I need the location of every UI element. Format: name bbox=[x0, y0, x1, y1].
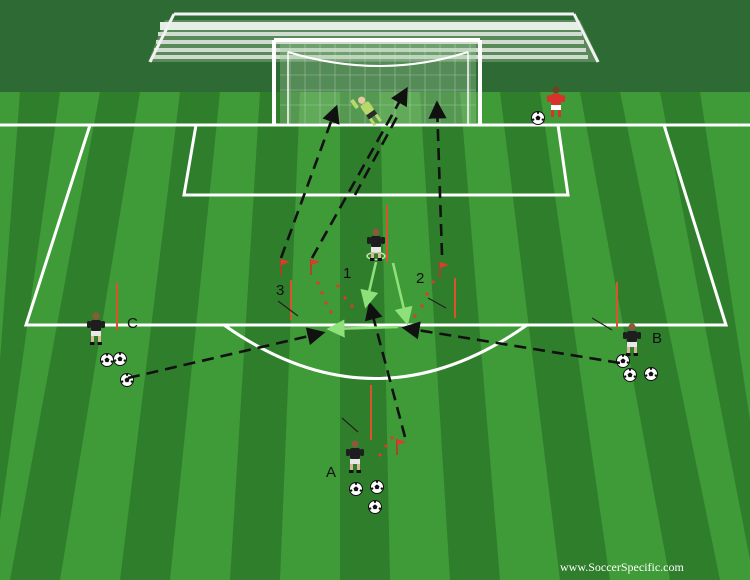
label-player-c: C bbox=[127, 315, 138, 332]
label-pos-2: 2 bbox=[416, 270, 424, 287]
pole-icon bbox=[116, 205, 618, 440]
watermark: www.SoccerSpecific.com bbox=[560, 560, 685, 574]
cone-dots bbox=[316, 280, 435, 457]
player-icon bbox=[87, 228, 641, 473]
pass-arrows bbox=[127, 86, 621, 438]
movement-arrows bbox=[326, 261, 413, 338]
goalkeeper-icon bbox=[350, 96, 382, 127]
ball-icon bbox=[531, 111, 545, 125]
label-player-b: B bbox=[652, 330, 662, 347]
label-pos-3: 3 bbox=[276, 282, 284, 299]
opponent-player bbox=[531, 86, 565, 125]
label-pos-1: 1 bbox=[343, 265, 351, 282]
label-player-a: A bbox=[326, 464, 336, 481]
goal-icon bbox=[272, 38, 482, 124]
